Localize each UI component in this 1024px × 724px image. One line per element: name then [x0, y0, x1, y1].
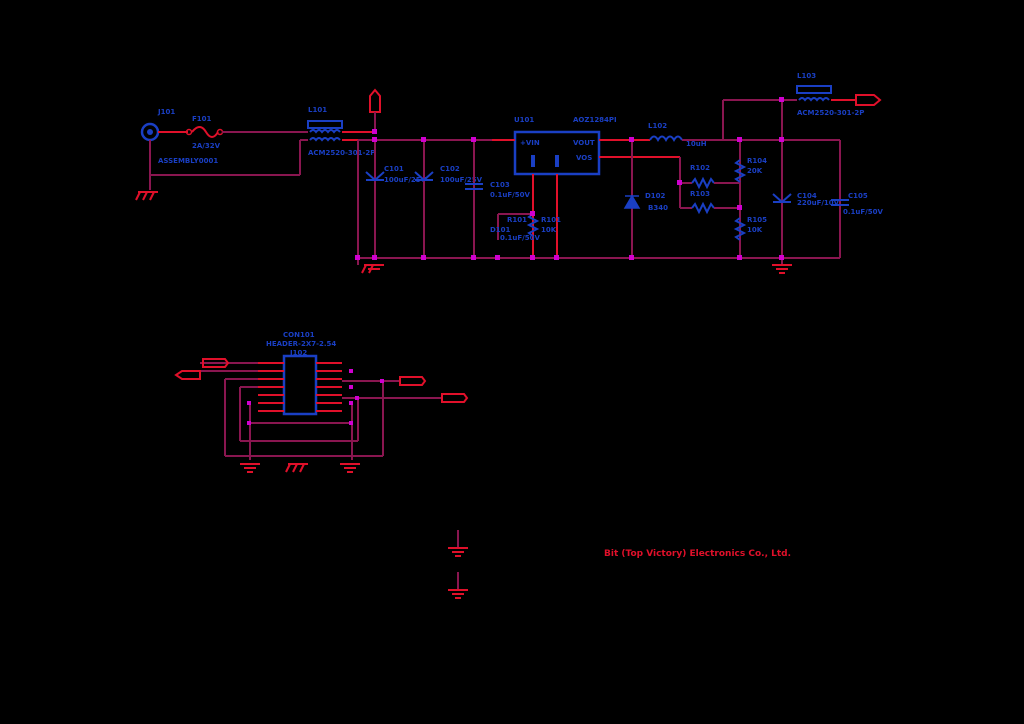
d102-val: B340 — [648, 204, 668, 212]
c101-val: 100uF/25V — [384, 176, 427, 184]
chassis-ground-symbol-1 — [135, 191, 158, 201]
c102-val: 100uF/25V — [440, 176, 483, 184]
ic-pin-vin: +VIN — [520, 139, 540, 147]
ic-ref: U101 — [514, 116, 534, 124]
dc-jack-part: ASSEMBLY0001 — [158, 157, 218, 165]
r102-ref: R102 — [690, 164, 710, 172]
fuse-ref: F101 — [192, 115, 212, 123]
ground-symbol-3 — [448, 530, 468, 557]
c105-ref: C105 — [848, 192, 868, 200]
vin-port-flag — [369, 88, 381, 132]
resistor-r103: R103 — [680, 190, 740, 215]
fuse-part: 2A/32V — [192, 142, 221, 150]
r101-val: 10K — [541, 226, 557, 234]
vout-port-flag — [855, 94, 882, 106]
input-ferrite-ref: L101 — [308, 106, 327, 114]
r101-bus-label: D101 — [490, 226, 511, 234]
resistor-r105: R105 10K — [733, 216, 767, 241]
r101-ref: R101 — [507, 216, 527, 224]
output-cap-c105: C105 0.1uF/50V — [831, 140, 883, 258]
ground-symbol-4 — [448, 572, 468, 599]
regulator-ic: +VIN VOUT VOS U101 AOZ1284PI — [513, 116, 617, 176]
c102-ref: C102 — [440, 165, 460, 173]
output-ferrite-l103: L103 ACM2520-301-2P — [796, 72, 864, 117]
l103-part: ACM2520-301-2P — [797, 109, 864, 117]
port-flag-4 — [441, 393, 469, 403]
connector-ground-1 — [240, 463, 260, 473]
r103-ref: R103 — [690, 190, 710, 198]
resistor-r102: R102 — [680, 164, 740, 190]
dc-jack-symbol — [140, 122, 160, 190]
port-flag-2 — [174, 370, 201, 380]
r101-part: 0.1uF/50V — [500, 234, 540, 242]
connector-part: HEADER-2X7-2.54 — [266, 340, 336, 348]
power-input-section: J101 ASSEMBLY0001 F101 2A/32V L101 ACM25… — [135, 88, 381, 201]
input-cap-c103: C103 0.1uF/50V — [465, 140, 530, 258]
fuse-symbol — [191, 126, 219, 138]
input-cap-c101: C101 100uF/25V — [365, 140, 427, 258]
input-cap-c102: C102 100uF/25V — [414, 140, 483, 258]
connector-chassis-ground — [285, 463, 308, 473]
resistor-r104: R104 20K — [733, 140, 767, 258]
c105-val: 0.1uF/50V — [843, 208, 883, 216]
connector-ground-2 — [340, 463, 360, 473]
r105-ref: R105 — [747, 216, 767, 224]
ic-pin-vout: VOUT — [573, 139, 595, 147]
c104-ref: C104 — [797, 192, 817, 200]
connector-ref: CON101 — [283, 331, 315, 339]
c104-val: 220uF/10V — [797, 199, 840, 207]
port-flag-1 — [202, 358, 230, 368]
ic-part: AOZ1284PI — [573, 116, 617, 124]
r105-val: 10K — [747, 226, 763, 234]
r104-ref: R104 — [747, 157, 767, 165]
company-title: Bit (Top Victory) Electronics Co., Ltd. — [604, 549, 791, 559]
input-ferrite-symbol — [307, 120, 343, 142]
c101-ref: C101 — [384, 165, 404, 173]
l102-val: 10uH — [686, 140, 707, 148]
output-inductor-l102: L102 10uH — [648, 122, 707, 148]
c103-ref: C103 — [490, 181, 510, 189]
junction-dots — [355, 97, 784, 260]
connector-ref-2: J102 — [289, 349, 307, 357]
connector-body — [282, 354, 318, 416]
output-cap-c104: C104 220uF/10V — [772, 100, 840, 258]
header-connector-section: CON101 HEADER-2X7-2.54 J102 — [174, 331, 469, 473]
dc-jack-ref: J101 — [157, 108, 175, 116]
ic-pin-vos: VOS — [576, 154, 592, 162]
resistor-r101: R101 R101 10K D101 0.1uF/50V — [490, 213, 561, 242]
catch-diode-d102: D102 B340 — [623, 140, 668, 258]
l102-ref: L102 — [648, 122, 667, 130]
port-flag-3 — [399, 376, 427, 386]
ground-symbol-1 — [357, 258, 384, 274]
r101-ref-2: R101 — [541, 216, 561, 224]
connector-right-pins — [316, 362, 342, 412]
input-ferrite-part: ACM2520-301-2P — [308, 149, 375, 157]
l103-ref: L103 — [797, 72, 816, 80]
connector-left-pins — [258, 362, 284, 412]
ground-symbol-2 — [772, 258, 792, 274]
r104-val: 20K — [747, 167, 763, 175]
d102-ref: D102 — [645, 192, 666, 200]
c103-val: 0.1uF/50V — [490, 191, 530, 199]
